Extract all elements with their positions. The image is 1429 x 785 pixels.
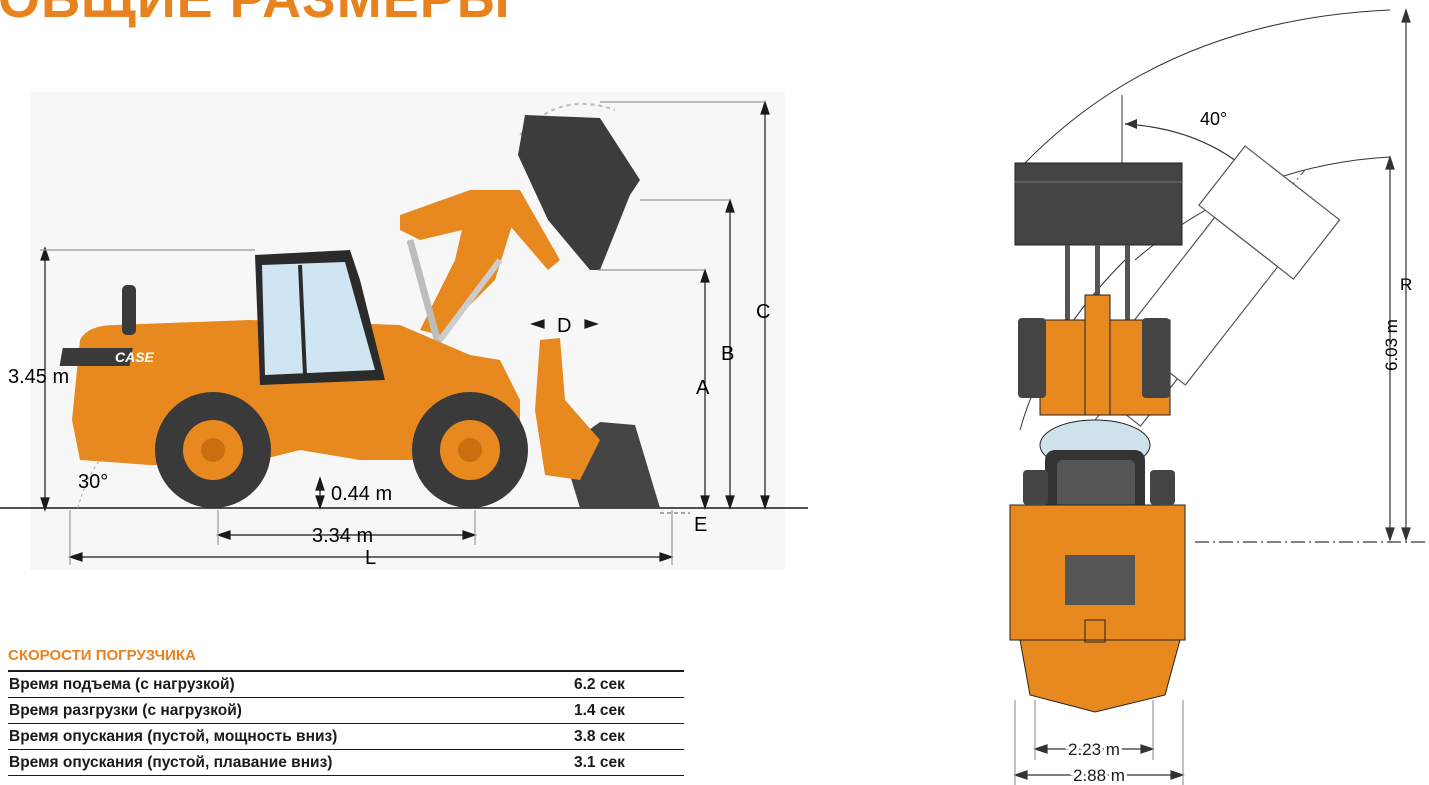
case-logo: CASE [115, 349, 155, 365]
loader-speeds-section: СКОРОСТИ ПОГРУЗЧИКА Время подъема (с наг… [8, 646, 684, 776]
track-width-label: 2.23 m [1068, 740, 1120, 759]
lift-arm [400, 190, 560, 270]
speed-label: Время опускания (пустой, плавание вниз) [8, 749, 574, 776]
top-bucket [1014, 162, 1183, 246]
speeds-title: СКОРОСТИ ПОГРУЗЧИКА [8, 647, 196, 664]
speed-value: 3.8 сек [574, 723, 684, 750]
speed-label: Время опускания (пустой, мощность вниз) [8, 723, 574, 750]
dim-b-label: B [721, 343, 734, 365]
clearance-label: 0.44 m [331, 483, 392, 505]
length-label: L [365, 547, 376, 569]
angle-label: 30° [78, 471, 108, 493]
turn-angle-label: 40° [1200, 109, 1227, 129]
page-title: ОБЩИЕ РАЗМЕРЫ [0, 0, 511, 26]
speed-value: 6.2 сек [574, 671, 684, 698]
dim-e-label: E [694, 514, 707, 536]
side-view-diagram: CASE 3.45 m 30° 0.44 m 3 [0, 92, 808, 570]
dim-a-label: A [696, 377, 710, 399]
top-view-diagram: 40° R 6.03 m 2.23 m 2.88 m [1009, 8, 1429, 785]
speeds-table: Время подъема (с нагрузкой) 6.2 сек Врем… [8, 670, 684, 776]
table-row: Время опускания (пустой, мощность вниз) … [8, 723, 684, 750]
radius-label: R [1400, 275, 1412, 294]
table-row: Время разгрузки (с нагрузкой) 1.4 сек [8, 697, 684, 724]
radius-value-label: 6.03 m [1382, 319, 1401, 371]
table-row: Время опускания (пустой, плавание вниз) … [8, 749, 684, 776]
table-row: Время подъема (с нагрузкой) 6.2 сек [8, 671, 684, 698]
overall-width-label: 2.88 m [1073, 766, 1125, 785]
speed-label: Время разгрузки (с нагрузкой) [8, 697, 574, 724]
speed-label: Время подъема (с нагрузкой) [8, 671, 574, 698]
speed-value: 1.4 сек [574, 697, 684, 724]
wheelbase-label: 3.34 m [312, 525, 373, 547]
speed-value: 3.1 сек [574, 749, 684, 776]
dim-d-label: D [557, 315, 571, 337]
dim-c-label: C [756, 301, 770, 323]
height-label: 3.45 m [8, 366, 69, 388]
raised-bucket [518, 115, 640, 270]
